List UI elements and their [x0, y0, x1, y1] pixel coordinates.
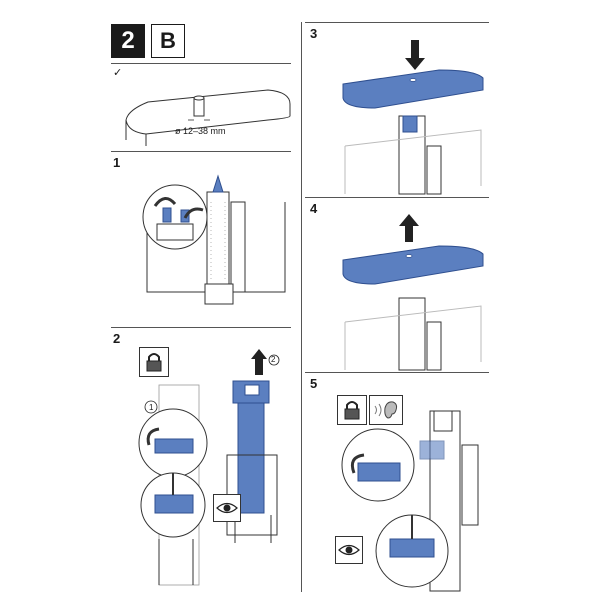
divider-left-2 — [111, 151, 291, 152]
step1-illustration — [142, 174, 286, 305]
callout-2: 2 — [271, 355, 276, 364]
divider-left-3 — [111, 327, 291, 328]
divider-right-0 — [305, 22, 489, 23]
step-number-2: 2 — [113, 331, 121, 346]
divider-right-2 — [305, 372, 489, 373]
callout-1: 1 — [149, 403, 154, 412]
divider-left-1 — [111, 63, 291, 64]
step-badge: 2 — [111, 24, 145, 58]
padlock-icon-step5 — [337, 395, 367, 425]
step3-illustration — [342, 40, 484, 195]
step-number-5: 5 — [310, 376, 318, 391]
step-number-3: 3 — [310, 26, 318, 41]
step-number-1: 1 — [113, 155, 121, 170]
check-mark: ✓ — [113, 67, 123, 79]
step-number-4: 4 — [310, 201, 318, 216]
step5-illustration — [341, 410, 479, 592]
step4-illustration — [342, 214, 484, 371]
divider-right-1 — [305, 197, 489, 198]
lid-diameter-illustration — [125, 89, 291, 146]
column-divider — [301, 22, 302, 592]
step2-illustration — [138, 349, 280, 586]
ear-sound-icon — [369, 395, 403, 425]
eye-icon — [213, 494, 241, 522]
eye-icon-step5 — [335, 536, 363, 564]
variant-badge: B — [151, 24, 185, 58]
padlock-icon — [139, 347, 169, 377]
diameter-label: ø 12–38 mm — [175, 126, 226, 136]
